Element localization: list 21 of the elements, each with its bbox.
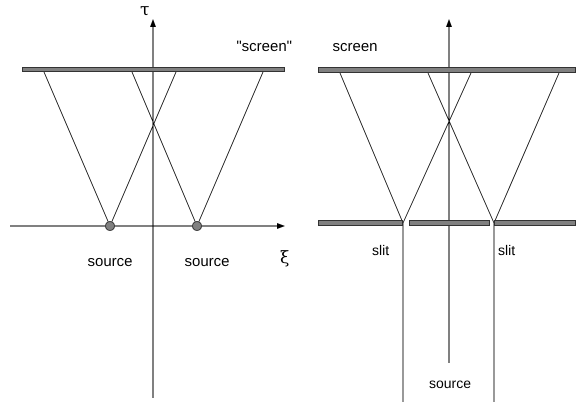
light-ray bbox=[402, 222, 404, 402]
node-caption: source bbox=[183, 253, 231, 271]
light-ray bbox=[402, 72, 472, 224]
light-ray bbox=[112, 72, 176, 222]
text-label: slit bbox=[372, 241, 390, 260]
node-caption: "screen" bbox=[235, 38, 292, 56]
light-ray bbox=[132, 72, 196, 222]
screen-bar bbox=[22, 67, 285, 72]
screen-bar bbox=[318, 67, 576, 73]
node-caption: source bbox=[86, 253, 134, 271]
axis-label: τ bbox=[140, 0, 150, 20]
slit-plate bbox=[318, 220, 403, 226]
light-ray bbox=[428, 72, 494, 224]
text-label: source bbox=[428, 374, 472, 393]
light-ray bbox=[44, 72, 108, 222]
node-caption: screen bbox=[331, 38, 379, 56]
slit-plate bbox=[409, 220, 490, 226]
axis-label: ξ bbox=[280, 248, 290, 268]
slit-plate bbox=[494, 220, 576, 226]
light-ray bbox=[198, 72, 264, 222]
text-label: slit bbox=[498, 241, 516, 260]
